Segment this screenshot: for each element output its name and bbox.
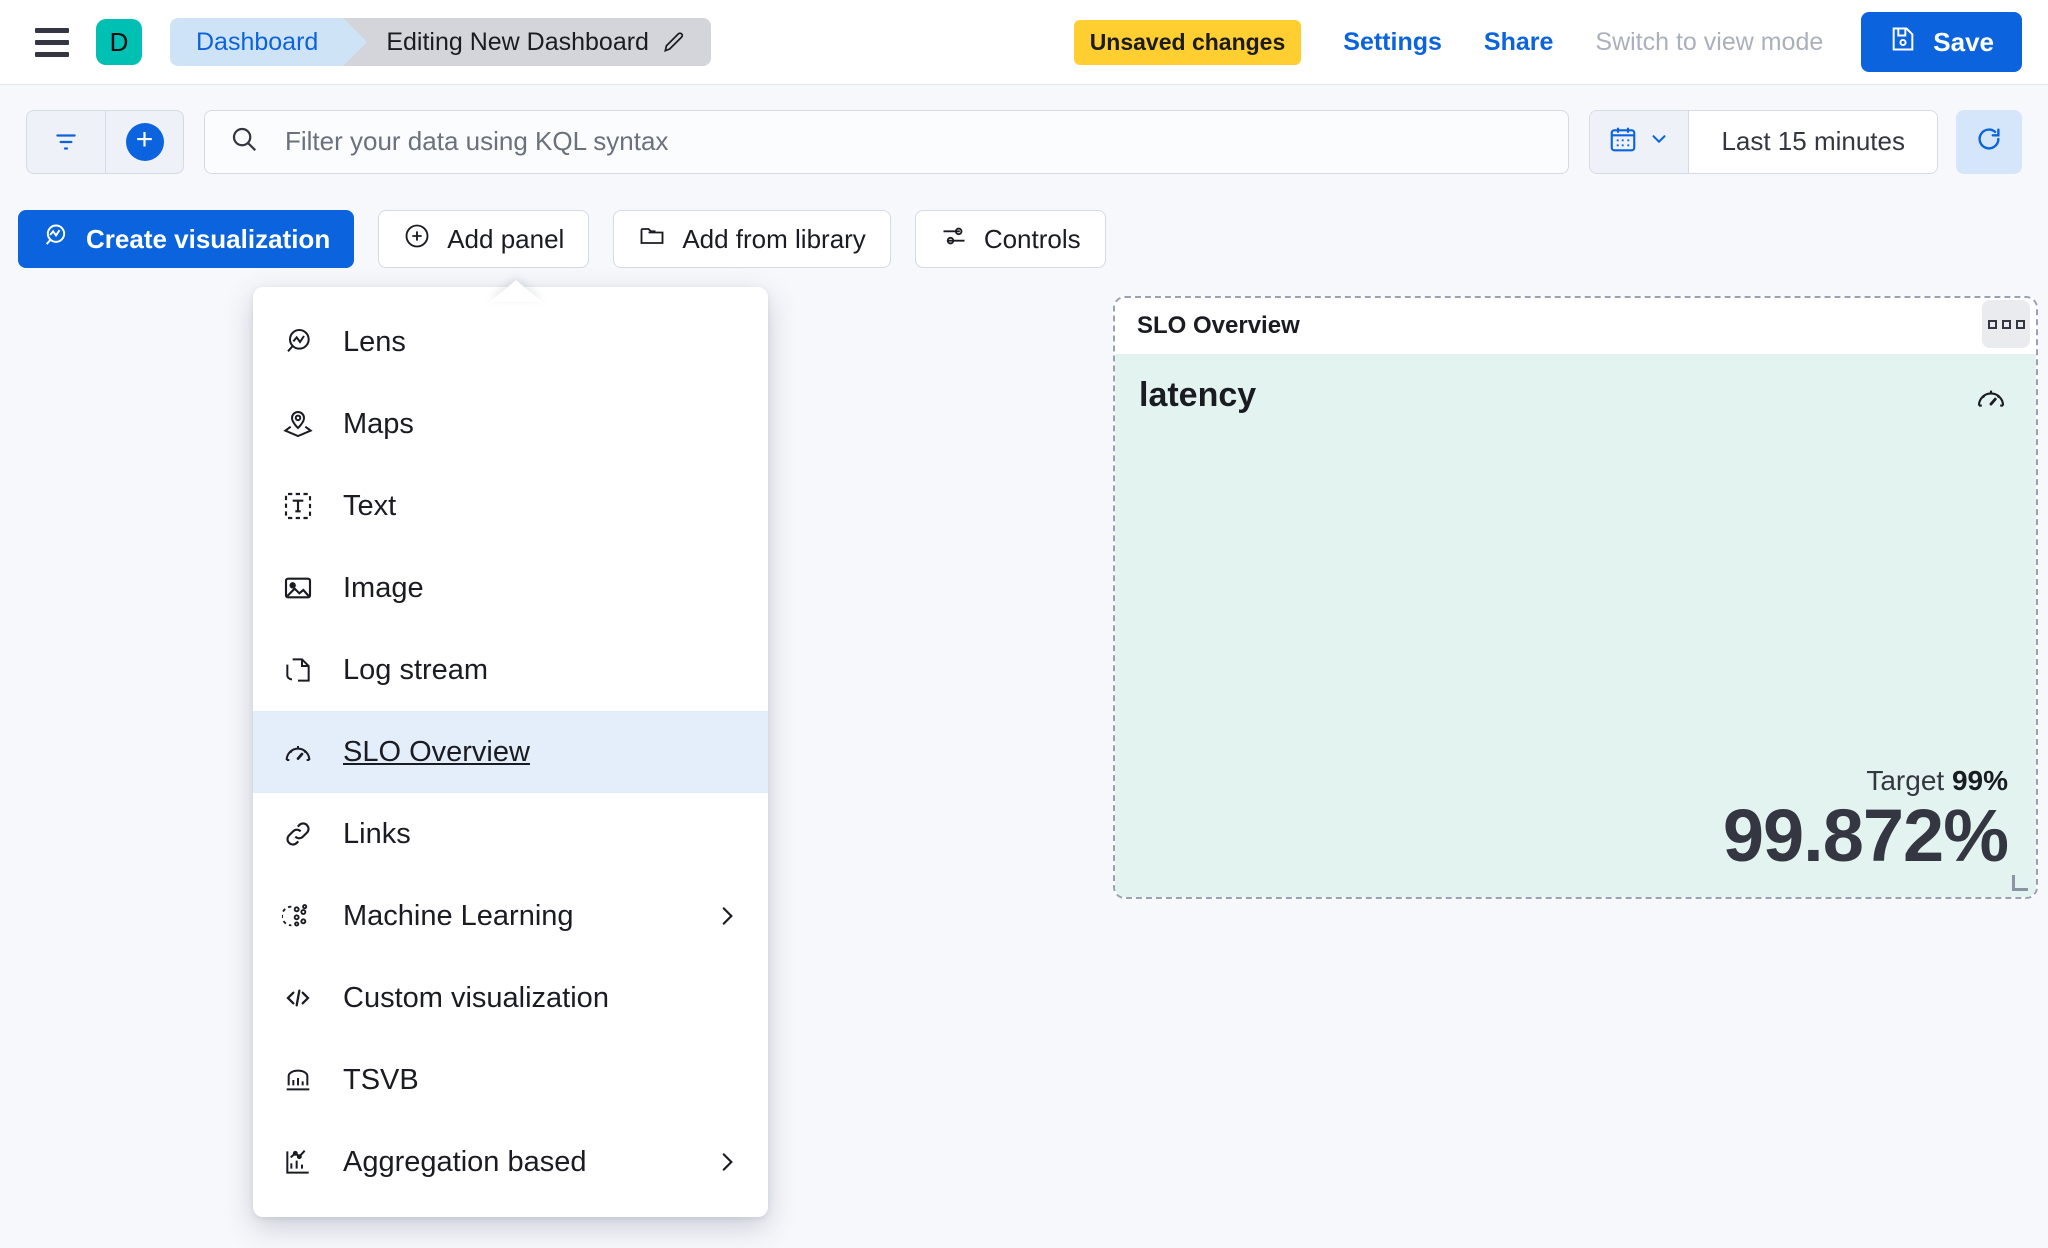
breadcrumb-current-label: Editing New Dashboard [386,27,649,56]
switch-to-view-mode-link[interactable]: Switch to view mode [1595,27,1824,56]
calendar-quick-select-button[interactable] [1590,110,1690,173]
lens-icon [281,325,315,359]
save-button-label: Save [1933,26,1994,57]
controls-label: Controls [983,223,1081,254]
slo-overview-panel[interactable]: SLO Overview latency Target 99% 99.872% [1113,296,2038,899]
panel-title: SLO Overview [1137,312,1300,339]
lens-icon [42,222,70,257]
menu-item-text[interactable]: Text [253,465,768,547]
breadcrumb-item-current[interactable]: Editing New Dashboard [344,18,711,66]
header-actions: Unsaved changes Settings Share Switch to… [1073,12,2048,72]
code-icon [281,981,315,1015]
logs-icon [281,653,315,687]
slo-metrics: Target 99% 99.872% [1139,765,2009,877]
popover-arrow [490,280,542,302]
context-menu-dot [1987,319,1997,329]
menu-item-label: TSVB [343,1063,419,1096]
add-panel-button[interactable]: Add panel [378,210,590,268]
context-menu-dot [2015,319,2025,329]
refresh-button[interactable] [1956,109,2022,174]
menu-item-tsvb[interactable]: TSVB [253,1039,768,1121]
menu-item-lens[interactable]: Lens [253,301,768,383]
create-visualization-label: Create visualization [86,223,331,254]
plus-circle-outline-icon [403,222,431,257]
query-bar: + Filter your data using KQL syntax [0,85,2048,198]
menu-item-image[interactable]: Image [253,547,768,629]
create-visualization-button[interactable]: Create visualization [18,210,355,268]
menu-item-label: Log stream [343,653,489,686]
filter-icon[interactable] [27,111,105,173]
calendar-icon [1608,124,1638,159]
editor-toolbar: Create visualization Add panel Add from … [0,198,2048,280]
slo-target-value: 99% [1951,765,2008,796]
unsaved-changes-badge[interactable]: Unsaved changes [1073,19,1302,65]
refresh-icon [1974,124,2004,159]
controls-button[interactable]: Controls [914,210,1106,268]
add-from-library-label: Add from library [682,223,866,254]
folder-icon [638,222,666,257]
breadcrumb-root-label: Dashboard [196,27,319,56]
save-disk-icon [1889,25,1917,60]
agg-icon [281,1145,315,1179]
controls-sliders-icon [940,222,968,257]
menu-item-label: Image [343,571,424,604]
slo-name-row: latency [1139,376,2008,419]
chevron-right-icon [714,903,740,929]
menu-item-label: Machine Learning [343,899,574,932]
pencil-icon[interactable] [661,29,687,55]
menu-item-maps[interactable]: Maps [253,383,768,465]
breadcrumb-item-dashboard[interactable]: Dashboard [170,18,368,66]
menu-item-label: Lens [343,325,406,358]
menu-item-log-stream[interactable]: Log stream [253,629,768,711]
tsvb-icon [281,1063,315,1097]
panel-context-menu-button[interactable] [1982,300,2030,348]
date-picker: Last 15 minutes [1589,109,1938,174]
settings-link[interactable]: Settings [1343,27,1442,56]
ml-icon [281,899,315,933]
menu-item-label: SLO Overview [343,735,530,768]
map-pin-icon [281,407,315,441]
menu-item-label: Links [343,817,411,850]
slo-target-label: Target [1866,765,1945,796]
link-icon [281,817,315,851]
menu-item-links[interactable]: Links [253,793,768,875]
panel-header: SLO Overview [1115,298,2036,354]
app-header: D Dashboard Editing New Dashboard Unsave… [0,0,2048,85]
add-panel-menu: Lens Maps Text Image [253,287,768,1217]
slo-current-value: 99.872% [1722,794,2009,877]
menu-item-label: Custom visualization [343,981,609,1014]
hamburger-icon[interactable] [30,20,74,64]
menu-item-slo-overview[interactable]: SLO Overview [253,711,768,793]
menu-item-aggregation-based[interactable]: Aggregation based [253,1121,768,1203]
menu-item-machine-learning[interactable]: Machine Learning [253,875,768,957]
breadcrumb: Dashboard Editing New Dashboard [170,18,711,66]
context-menu-dot [2001,319,2011,329]
slo-name: latency [1139,376,1257,414]
panel-body: latency Target 99% 99.872% [1115,354,2036,897]
gauge-icon [281,735,315,769]
search-placeholder: Filter your data using KQL syntax [285,126,669,156]
share-link[interactable]: Share [1483,27,1554,56]
chevron-down-icon [1648,128,1670,155]
time-range-label[interactable]: Last 15 minutes [1689,110,1937,173]
resize-handle-icon[interactable] [2012,875,2028,891]
menu-item-label: Aggregation based [343,1145,587,1178]
menu-item-label: Text [343,489,397,522]
slo-target: Target 99% [1139,765,2008,797]
gauge-icon [1974,380,2008,419]
avatar[interactable]: D [96,19,142,65]
add-panel-label: Add panel [447,223,565,254]
add-from-library-button[interactable]: Add from library [613,210,891,268]
text-icon [281,489,315,523]
save-button[interactable]: Save [1861,12,2022,72]
image-icon [281,571,315,605]
plus-circle-icon: + [125,122,164,161]
search-icon [229,124,259,159]
chevron-right-icon [714,1149,740,1175]
menu-item-label: Maps [343,407,414,440]
search-input[interactable]: Filter your data using KQL syntax [204,109,1570,174]
add-filter-button[interactable]: + [105,110,183,173]
menu-item-custom-visualization[interactable]: Custom visualization [253,957,768,1039]
filter-controls: + [26,109,184,174]
